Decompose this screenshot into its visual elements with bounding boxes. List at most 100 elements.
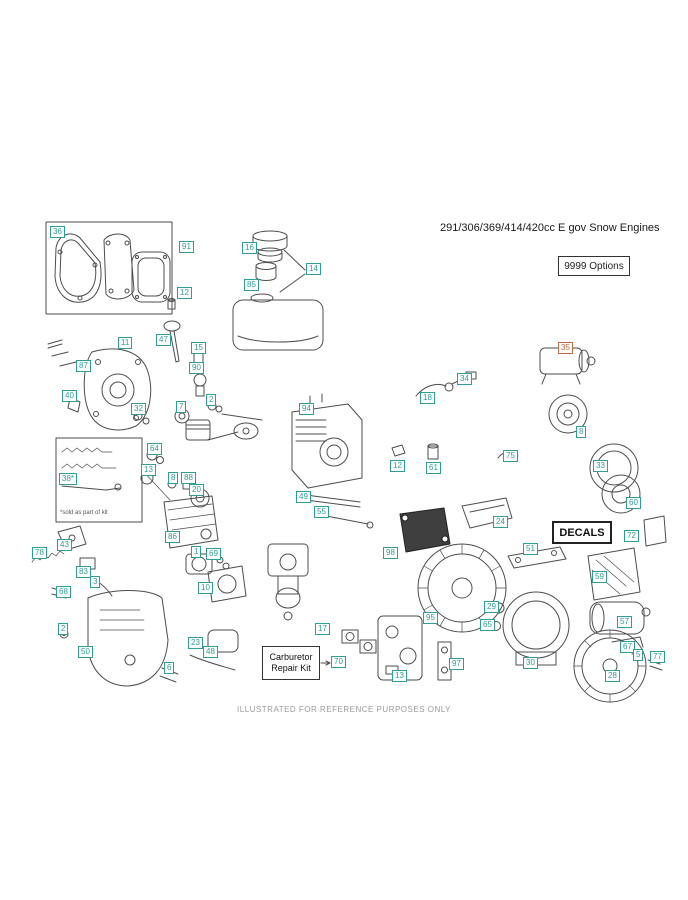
part-callout-15[interactable]: 15: [191, 342, 206, 354]
dipstick-art: [163, 320, 181, 363]
decal-art: [643, 515, 667, 547]
engine-block-art: [291, 393, 363, 489]
part-callout-98[interactable]: 98: [383, 547, 398, 559]
bracket-art: [507, 546, 567, 569]
part-callout-13[interactable]: 13: [392, 670, 407, 682]
crankcase-cover-art: [83, 348, 152, 431]
part-callout-34[interactable]: 34: [457, 373, 472, 385]
part-callout-35[interactable]: 35: [558, 342, 573, 354]
part-callout-61[interactable]: 61: [426, 462, 441, 474]
part-callout-50[interactable]: 50: [78, 646, 93, 658]
carb-kit-arrow-art: [320, 629, 377, 666]
part-callout-49[interactable]: 49: [296, 491, 311, 503]
part-callout-10[interactable]: 10: [198, 582, 213, 594]
part-callout-30[interactable]: 30: [523, 657, 538, 669]
part-callout-86[interactable]: 86: [165, 531, 180, 543]
part-callout-75[interactable]: 75: [503, 450, 518, 462]
part-callout-70[interactable]: 70: [331, 656, 346, 668]
part-callout-88[interactable]: 88: [181, 472, 196, 484]
part-callout-68[interactable]: 68: [56, 586, 71, 598]
part-callout-95[interactable]: 95: [423, 612, 438, 624]
part-callout-11[interactable]: 11: [118, 337, 133, 349]
part-callout-43[interactable]: 43: [57, 539, 72, 551]
footer-disclaimer: ILLUSTRATED FOR REFERENCE PURPOSES ONLY: [237, 705, 451, 714]
part-callout-65[interactable]: 65: [480, 619, 495, 631]
valve-cover-art: [159, 629, 239, 683]
part-callout-7[interactable]: 7: [176, 401, 187, 413]
part-callout-97[interactable]: 97: [449, 658, 464, 670]
part-callout-77[interactable]: 77: [650, 651, 665, 663]
leader-lines-art: [279, 249, 306, 293]
kit-note: *sold as part of kit: [60, 510, 108, 516]
baffle-art: [461, 497, 513, 529]
part-callout-85[interactable]: 85: [244, 279, 259, 291]
part-callout-29[interactable]: 29: [484, 601, 499, 613]
part-callout-17[interactable]: 17: [315, 623, 330, 635]
part-callout-13[interactable]: 13: [141, 464, 156, 476]
part-callout-40[interactable]: 40: [62, 390, 77, 402]
part-callout-69[interactable]: 69: [206, 548, 221, 560]
part-callout-51[interactable]: 51: [523, 543, 538, 555]
flywheel-art: [417, 543, 507, 633]
part-callout-90[interactable]: 90: [189, 362, 204, 374]
part-callout-47[interactable]: 47: [156, 334, 171, 346]
part-callout-72[interactable]: 72: [624, 530, 639, 542]
blower-housing-art: [502, 591, 570, 666]
part-callout-32[interactable]: 32: [131, 403, 146, 415]
part-callout-36[interactable]: 36: [50, 226, 65, 238]
bolts-art: [47, 339, 77, 367]
part-callout-91[interactable]: 91: [179, 241, 194, 253]
carb-kit-line1: Carburetor: [269, 652, 313, 662]
part-callout-16[interactable]: 16: [242, 242, 257, 254]
gasket-art: [131, 251, 171, 303]
part-callout-18[interactable]: 18: [420, 392, 435, 404]
part-callout-2[interactable]: 2: [58, 623, 69, 635]
part-callout-8[interactable]: 8: [576, 426, 587, 438]
part-callout-14[interactable]: 14: [306, 263, 321, 275]
part-callout-12[interactable]: 12: [177, 287, 192, 299]
part-callout-23[interactable]: 23: [188, 637, 203, 649]
spring-kit-art: [55, 437, 171, 523]
part-callout-64[interactable]: 64: [147, 443, 162, 455]
part-callout-6[interactable]: 6: [164, 662, 175, 674]
part-callout-60[interactable]: 60: [626, 497, 641, 509]
heat-shield-art: [87, 590, 169, 687]
gasket-set-art: [45, 221, 173, 315]
carb-kit-line2: Repair Kit: [271, 663, 311, 673]
carburetor-repair-kit-box[interactable]: Carburetor Repair Kit: [262, 646, 320, 680]
part-callout-28[interactable]: 28: [605, 670, 620, 682]
starter-drive-art: [548, 394, 588, 434]
fuel-cap-art: [255, 262, 277, 281]
part-callout-5[interactable]: 5: [633, 649, 644, 661]
air-cleaner-art: [252, 230, 288, 263]
part-callout-1[interactable]: 1: [191, 546, 202, 558]
part-callout-12[interactable]: 12: [390, 460, 405, 472]
part-callout-57[interactable]: 57: [617, 616, 632, 628]
part-callout-33[interactable]: 33: [593, 460, 608, 472]
diagram-title: 291/306/369/414/420cc E gov Snow Engines: [440, 222, 660, 234]
part-callout-59[interactable]: 59: [592, 571, 607, 583]
small-parts-art: [391, 443, 519, 460]
carburetor-art: [267, 543, 309, 621]
part-callout-24[interactable]: 24: [493, 516, 508, 528]
decals-box[interactable]: DECALS: [552, 521, 612, 544]
part-callout-94[interactable]: 94: [299, 403, 314, 415]
part-callout-87[interactable]: 87: [76, 360, 91, 372]
part-callout-55[interactable]: 55: [314, 506, 329, 518]
ring-gear-art: [589, 443, 641, 514]
part-callout-38[interactable]: 38*: [59, 473, 78, 485]
part-callout-2[interactable]: 2: [206, 394, 217, 406]
part-callout-78[interactable]: 78: [32, 547, 47, 559]
part-callout-48[interactable]: 48: [203, 646, 218, 658]
part-callout-67[interactable]: 67: [620, 641, 635, 653]
part-callout-20[interactable]: 20: [189, 484, 204, 496]
piston-crank-art: [185, 413, 263, 441]
part-callout-3[interactable]: 3: [90, 576, 101, 588]
ignition-coil-art: [399, 507, 451, 553]
part-callout-83[interactable]: 83: [76, 566, 91, 578]
fuel-tank-art: [232, 293, 324, 351]
part-callout-8[interactable]: 8: [168, 472, 179, 484]
plug-art: [167, 298, 176, 310]
options-box[interactable]: 9999 Options: [558, 256, 630, 276]
